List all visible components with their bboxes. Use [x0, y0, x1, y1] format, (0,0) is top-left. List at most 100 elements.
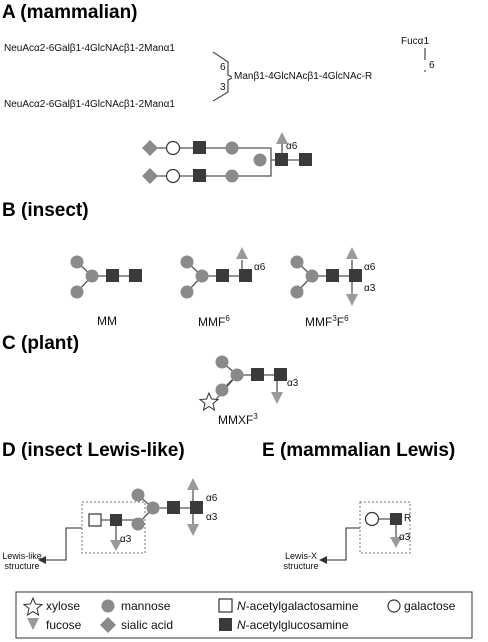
mmxf3-base: MMXF [218, 413, 254, 427]
structure-name-mmf3f6: MMF3F6 [305, 314, 349, 329]
glcnac-icon [216, 269, 229, 282]
legend-box [15, 591, 473, 639]
glcnac-icon [193, 141, 206, 154]
mannose-icon [180, 285, 194, 299]
galactose-icon [364, 511, 380, 527]
legend-galactose-icon [387, 599, 401, 613]
glcnac-icon [275, 153, 288, 166]
a-lower-chain-line [150, 160, 272, 177]
mannose-icon [85, 269, 99, 283]
fucose-icon [236, 247, 248, 259]
formula-branch-connector-upper [212, 51, 233, 78]
lewis-like-callout: Lewis-like structure [2, 551, 42, 571]
legend-glcnac-icon [219, 618, 232, 631]
fucose-icon [390, 537, 402, 548]
mm-name: MM [97, 314, 117, 328]
legend-sialic-acid-icon [100, 617, 116, 633]
linkage-a6-label: α6 [364, 262, 376, 273]
structure-name-mm: MM [97, 314, 117, 328]
formula-core: Manβ1-4GlcNAcβ1-4GlcNAc-R [234, 71, 373, 82]
linkage-a6-label: α6 [254, 262, 266, 273]
fucose-icon [187, 478, 199, 490]
mannose-icon [290, 285, 304, 299]
linkage-a6-label: α6 [286, 141, 298, 152]
legend-glcnac-prefix: N [237, 618, 246, 632]
fucose-icon [271, 392, 283, 404]
mannose-icon [215, 383, 229, 397]
linkage-a3-label: α3 [364, 283, 376, 294]
section-b-title: B (insect) [2, 200, 89, 221]
lewis-x-line1: Lewis-X [284, 551, 317, 561]
legend-galnac-icon [218, 598, 233, 613]
mmf6-superscript: 6 [225, 314, 230, 323]
mmf3f6-superscript-2: 6 [344, 314, 349, 323]
sialic-acid-icon [142, 140, 158, 156]
fucose-icon [187, 524, 199, 536]
structure-name-mmf6: MMF6 [198, 314, 230, 329]
glcnac-icon [274, 368, 287, 381]
mmf3f6-base: MMF [305, 315, 333, 329]
legend-galnac-rest: -acetylgalactosamine [245, 599, 359, 613]
fucose-icon [276, 132, 288, 144]
legend-xylose-icon [22, 596, 44, 617]
mannose-icon [70, 285, 84, 299]
legend-mannose-icon [101, 599, 115, 613]
b-mm-lines [76, 261, 132, 293]
xylose-icon [198, 391, 220, 412]
section-e-title: E (mammalian Lewis) [262, 440, 456, 461]
lewis-like-line1: Lewis-like [2, 551, 42, 561]
mannose-icon [131, 517, 145, 531]
formula-upper-arm: NeuAcα2-6Galβ1-4GlcNAcβ1-2Manα1 [4, 43, 175, 54]
mannose-icon [225, 169, 239, 183]
e-lewis-callout-line [325, 527, 360, 561]
linkage-a3-label: α3 [206, 512, 218, 523]
section-d-title: D (insect Lewis-like) [2, 440, 185, 461]
reducing-end-label: R [404, 513, 412, 524]
mannose-icon [230, 368, 244, 382]
glcnac-icon [190, 501, 203, 514]
legend-glcnac-rest: -acetylglucosamine [245, 618, 349, 632]
mannose-icon [195, 269, 209, 283]
glcnac-icon [349, 269, 362, 282]
d-lewis-callout-line [44, 527, 82, 561]
d-lewis-like-box [81, 501, 146, 554]
legend-glcnac-label: N-acetylglucosamine [237, 618, 348, 632]
mmf6-base: MMF [198, 315, 226, 329]
formula-fucose-position-6: 6 [429, 60, 435, 71]
mannose-icon [225, 141, 239, 155]
glcnac-icon [129, 269, 142, 282]
glcnac-icon [193, 169, 206, 182]
legend-galactose-label: galactose [404, 599, 456, 613]
lewis-like-line2: structure [4, 561, 40, 571]
mannose-icon [70, 255, 84, 269]
e-callout-arrowhead [319, 556, 327, 564]
linkage-a3-label: α3 [120, 534, 132, 545]
b-mmf3f6-lines [296, 260, 353, 294]
linkage-a6-label: α6 [206, 493, 218, 504]
mannose-icon [253, 153, 267, 167]
legend-mannose-label: mannose [121, 599, 171, 613]
glcnac-icon [251, 368, 264, 381]
mmf3f6-superscript-1: 3 [332, 314, 337, 323]
b-mmf6-lines [186, 260, 243, 293]
legend-galnac-prefix: N [237, 599, 246, 613]
mannose-icon [215, 355, 229, 369]
fucose-icon [346, 294, 358, 306]
legend-sialic-acid-label: sialic acid [121, 618, 174, 632]
linkage-a3-label: α3 [287, 378, 299, 389]
mmf3f6-mid: F [336, 315, 345, 329]
legend-galnac-label: N-acetylgalactosamine [237, 599, 358, 613]
glcnac-icon [106, 269, 119, 282]
mannose-icon [146, 501, 160, 515]
glcnac-icon [239, 269, 252, 282]
section-a-title: A (mammalian) [2, 2, 138, 23]
formula-fucose: Fucα1 [401, 36, 430, 47]
legend-fucose-icon [27, 618, 39, 630]
galactose-icon [165, 140, 181, 156]
mmxf3-superscript: 3 [253, 412, 258, 421]
legend-fucose-label: fucose [46, 618, 82, 632]
glcnac-icon [390, 513, 402, 525]
galnac-icon [88, 513, 102, 527]
mannose-icon [305, 269, 319, 283]
